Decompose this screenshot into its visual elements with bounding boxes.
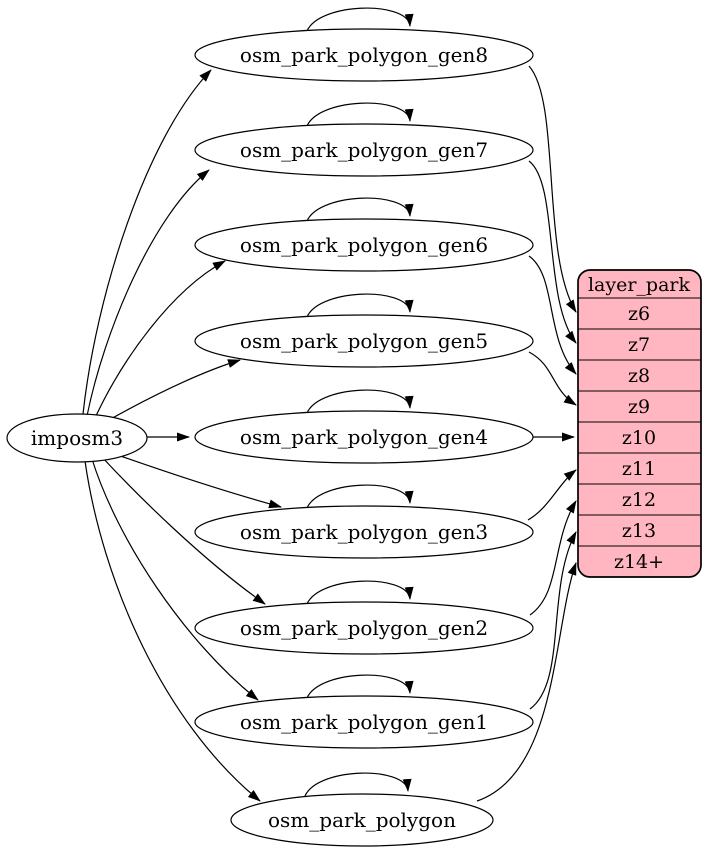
table-node-ellipse-polygon <box>230 793 494 847</box>
self-loop-gen1 <box>305 674 414 702</box>
self-loop-gen4 <box>305 389 414 417</box>
edge-gen3-to-z11 <box>527 469 577 521</box>
table-node-label-gen6: osm_park_polygon_gen6 <box>240 233 488 257</box>
layer-row-z13: z13 <box>622 520 656 542</box>
edge-polygon-to-z14plus <box>476 562 577 802</box>
table-node-label-gen3: osm_park_polygon_gen3 <box>240 520 488 544</box>
edge-imposm3-to-gen8 <box>82 69 212 415</box>
self-loop-gen2 <box>305 580 414 608</box>
edge-imposm3-to-gen6 <box>94 260 226 419</box>
table-node-ellipse-gen1 <box>194 695 534 749</box>
edge-gen6-to-z8 <box>528 255 577 375</box>
table-node-label-polygon: osm_park_polygon <box>268 808 456 832</box>
source-node-label: imposm3 <box>31 426 123 450</box>
self-loop-gen5 <box>305 293 414 321</box>
edge-imposm3-to-gen1 <box>91 458 259 701</box>
edge-imposm3-to-gen7 <box>86 169 210 417</box>
table-node-label-gen2: osm_park_polygon_gen2 <box>240 616 488 640</box>
layer-row-z8: z8 <box>628 365 650 387</box>
source-node-ellipse <box>6 413 148 463</box>
edge-imposm3-to-polygon <box>84 460 261 802</box>
table-node-ellipse-gen5 <box>194 314 534 368</box>
table-node-label-gen5: osm_park_polygon_gen5 <box>240 329 488 353</box>
self-loop-polygon <box>303 772 412 800</box>
edge-gen1-to-z13 <box>529 531 577 710</box>
self-loop-gen7 <box>305 102 414 130</box>
layer-row-z11: z11 <box>622 458 656 480</box>
layer-row-z7: z7 <box>628 334 650 356</box>
table-node-ellipse-gen2 <box>194 601 534 655</box>
edge-gen8-to-z6 <box>528 65 577 313</box>
layer-row-z12: z12 <box>622 489 656 511</box>
self-loop-gen6 <box>305 197 414 225</box>
edge-imposm3-to-gen2 <box>100 455 266 605</box>
table-node-ellipse-gen4 <box>194 410 534 464</box>
edge-imposm3-to-gen5 <box>106 359 241 422</box>
table-node-ellipse-gen8 <box>194 28 534 82</box>
self-loop-gen3 <box>305 484 414 512</box>
self-loop-gen8 <box>305 7 414 35</box>
layer-row-z9: z9 <box>628 396 650 418</box>
table-node-ellipse-gen3 <box>194 505 534 559</box>
edge-gen2-to-z12 <box>529 500 577 616</box>
layer-row-z10: z10 <box>622 427 656 449</box>
table-node-label-gen4: osm_park_polygon_gen4 <box>240 425 488 449</box>
layer-row-z14plus: z14+ <box>614 551 664 573</box>
layer-park-box <box>577 269 702 578</box>
table-node-ellipse-gen7 <box>194 123 534 177</box>
layer-park-title: layer_park <box>588 274 691 296</box>
edge-imposm3-to-gen3 <box>111 452 282 509</box>
edge-gen5-to-z9 <box>528 351 577 406</box>
layer-row-z6: z6 <box>628 303 650 325</box>
table-node-ellipse-gen6 <box>194 218 534 272</box>
table-node-label-gen1: osm_park_polygon_gen1 <box>240 710 488 734</box>
layer-park-node: layer_park z6 z7 z8 z9 z10 z11 z12 z13 z… <box>577 269 702 578</box>
table-node-label-gen8: osm_park_polygon_gen8 <box>240 43 488 67</box>
edge-gen7-to-z7 <box>528 160 577 344</box>
table-node-label-gen7: osm_park_polygon_gen7 <box>240 138 488 162</box>
